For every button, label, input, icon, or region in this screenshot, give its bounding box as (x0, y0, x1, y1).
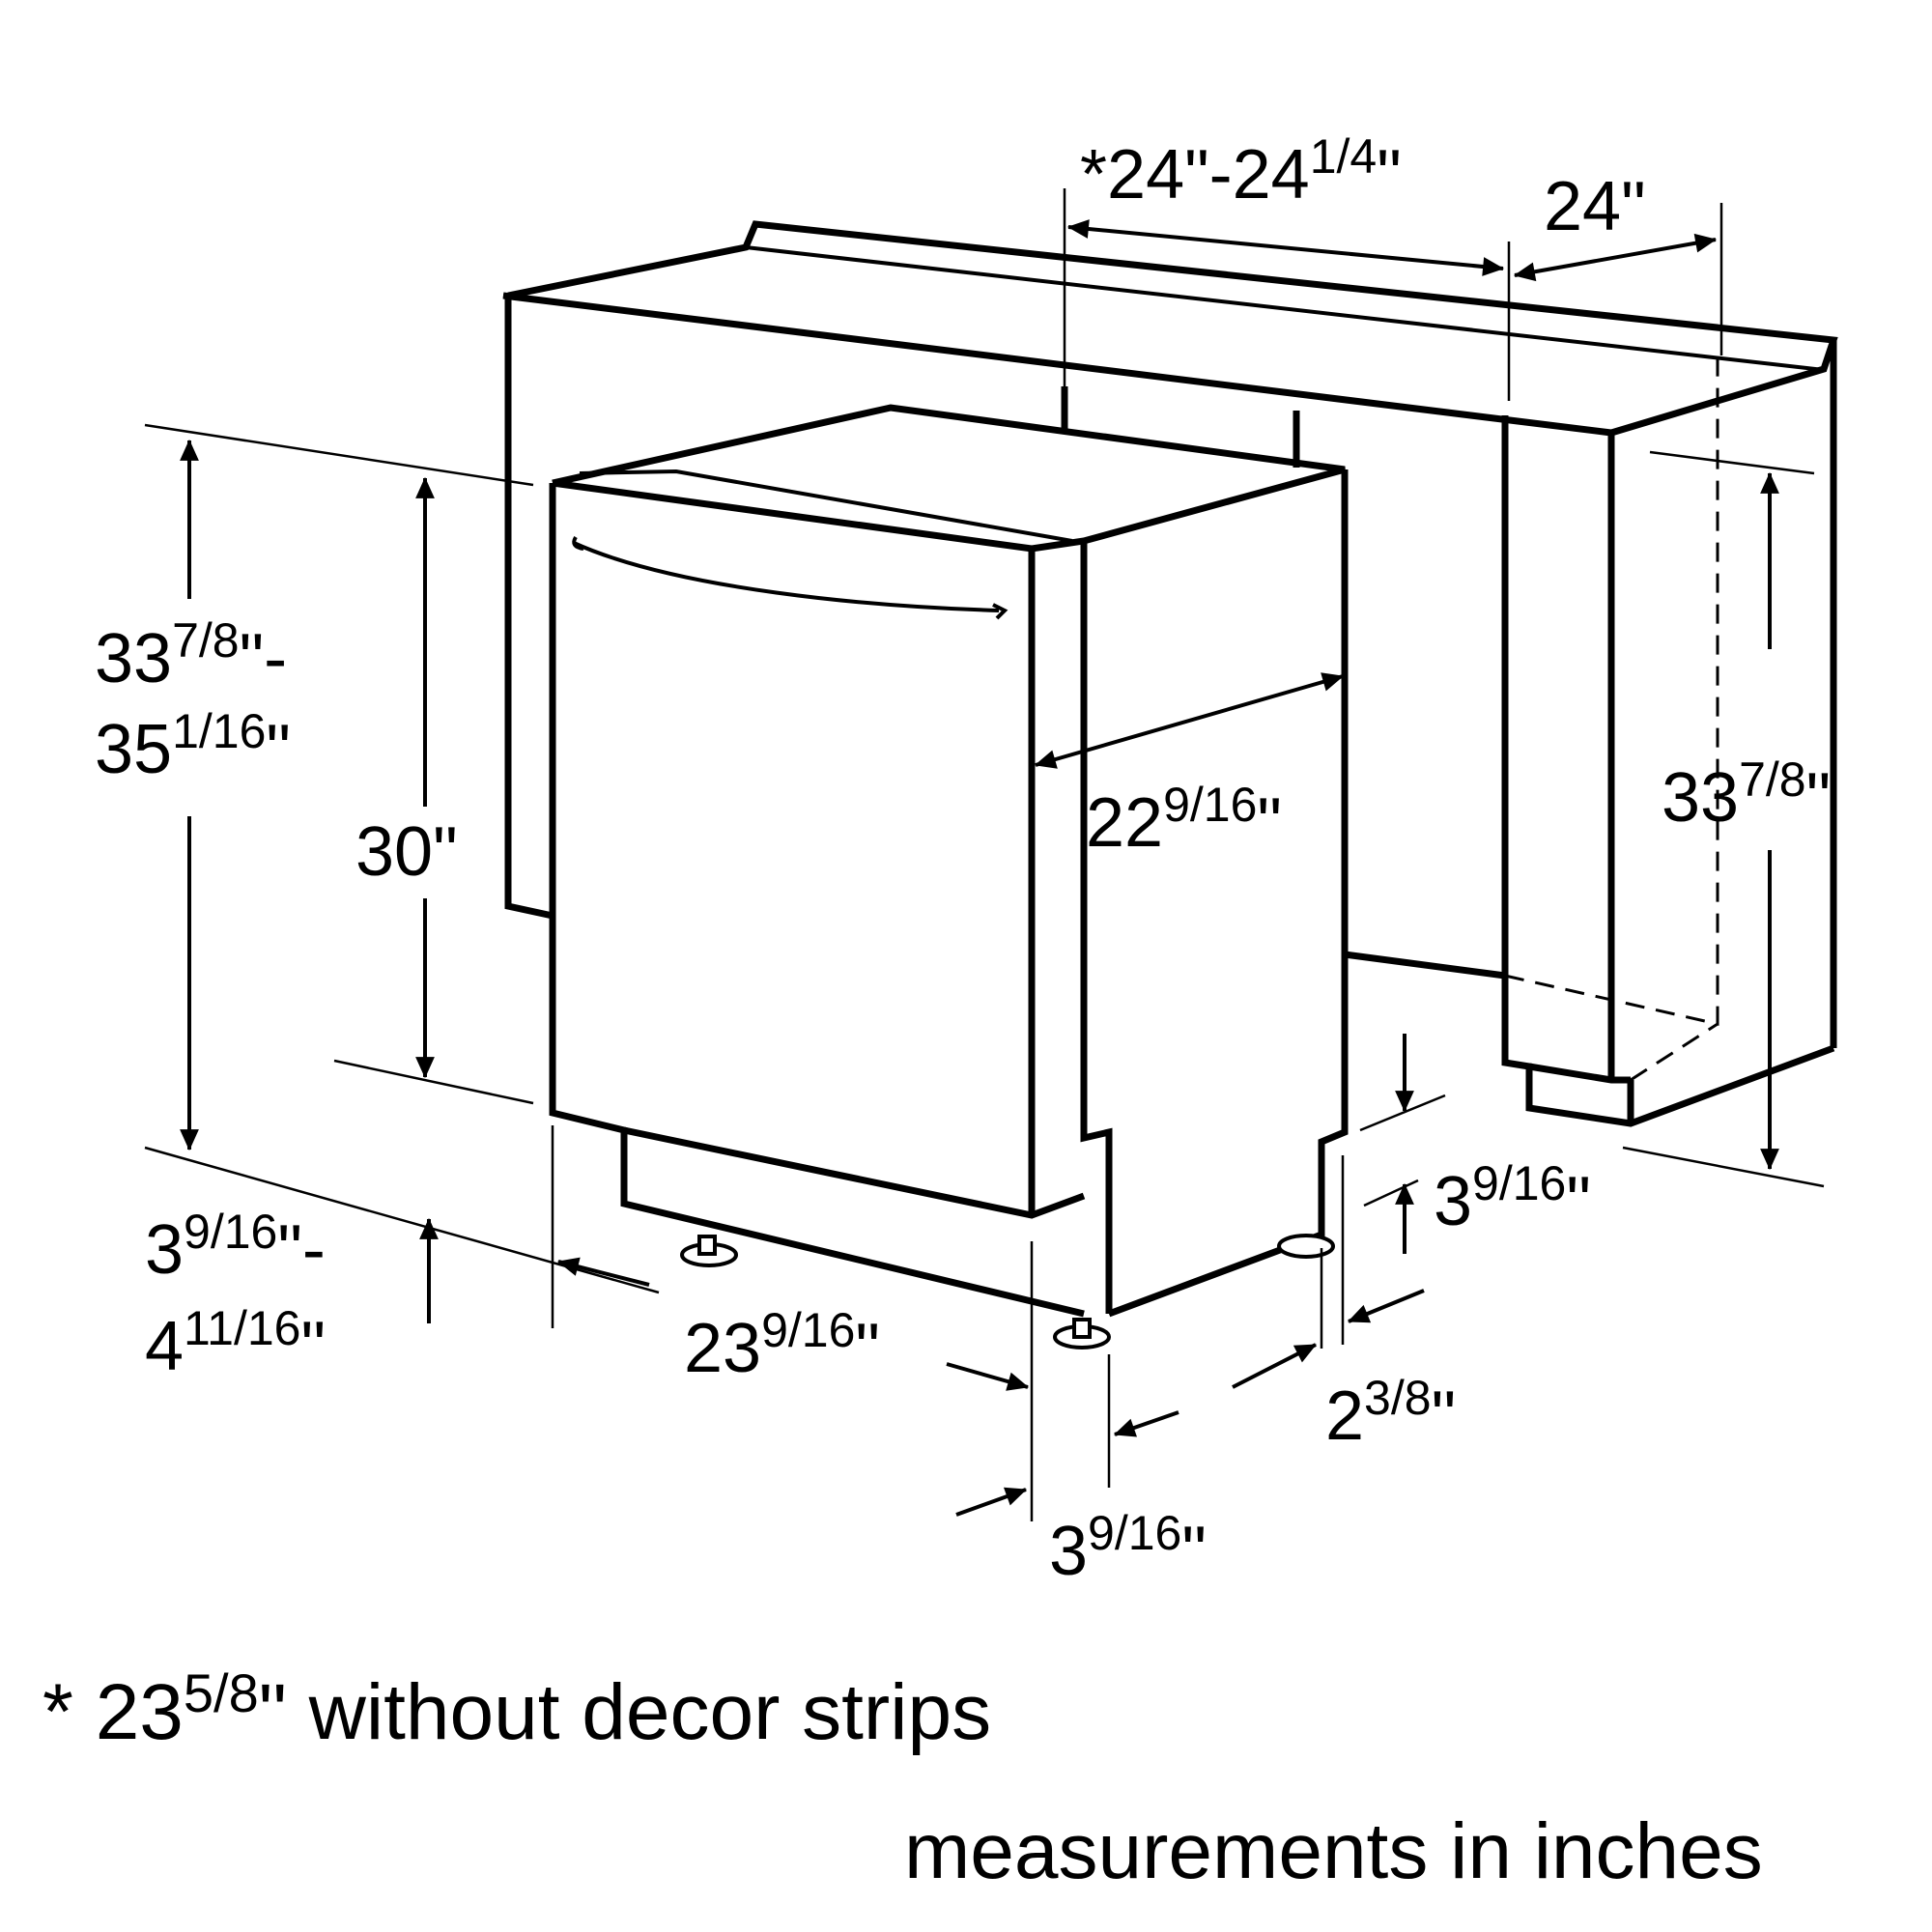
appliance-height-label: 30" (355, 813, 458, 891)
cabinet-width-label: 24" (1544, 168, 1646, 245)
bottom-offset-label: 39/16" (1049, 1506, 1207, 1590)
countertop (502, 220, 1838, 1048)
side-gap-label: 23/8" (1325, 1371, 1456, 1455)
niche-walls (504, 296, 1835, 1127)
footnote: * 235/8" without decor strips (43, 1662, 991, 1756)
feet (680, 1234, 1335, 1350)
min-height-label: 337/8" (1662, 753, 1831, 837)
niche-height-label-line1: 337/8"- (95, 613, 287, 697)
dimension-lines (144, 188, 1825, 1521)
dishwasher (549, 404, 1349, 1350)
labels: *24"-241/4" 24" 337/8"- 351/16" 30" 229/… (43, 129, 1831, 1895)
appliance-depth-label: 229/16" (1086, 778, 1282, 862)
niche-width-label: *24"-241/4" (1080, 129, 1402, 213)
base-height-label-line1: 39/16"- (145, 1205, 326, 1289)
door-handle (573, 541, 1000, 612)
niche-height-label-line2: 351/16" (95, 704, 291, 788)
units-note: measurements in inches (904, 1807, 1763, 1895)
base-height-label-line2: 411/16" (145, 1301, 326, 1385)
appliance-width-label: 239/16" (684, 1303, 880, 1387)
toe-kick-height-label: 39/16" (1434, 1156, 1591, 1240)
